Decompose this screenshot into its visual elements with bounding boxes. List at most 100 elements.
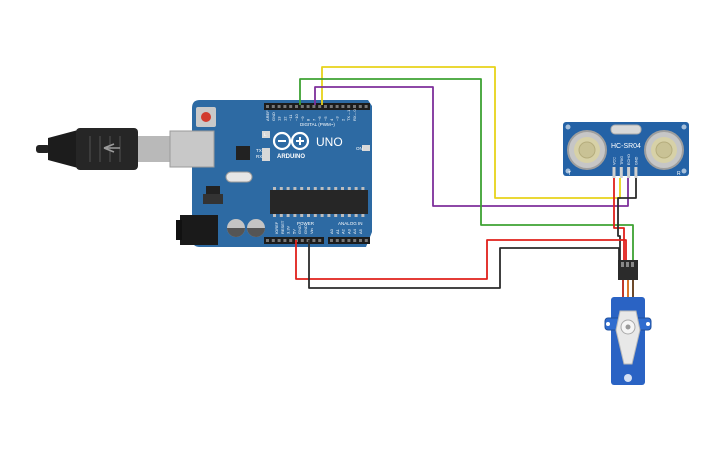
analog-pin-label: A1 (335, 228, 340, 234)
power-header-hole[interactable] (266, 239, 269, 242)
sensor-corner-r: R (677, 171, 681, 177)
digital-pin-label: GND (271, 112, 276, 121)
wire-yellow-trig[interactable] (321, 66, 621, 199)
digital-header-hole[interactable] (312, 105, 316, 108)
power-header-hole[interactable] (277, 239, 281, 242)
power-pin-label: RESET (280, 220, 285, 234)
wire-purple-echo[interactable] (314, 86, 629, 207)
wire-green-signal[interactable] (299, 78, 634, 262)
power-header-label: POWER (297, 221, 315, 226)
power-header-hole[interactable] (300, 239, 304, 242)
usb-icon (103, 143, 120, 153)
power-pin-label: 5V (291, 229, 296, 234)
wire-black-gnd[interactable] (308, 240, 620, 289)
digital-header-hole[interactable] (271, 105, 275, 108)
arduino-logo-icon (272, 131, 310, 151)
power-pin-label: GND (297, 225, 302, 234)
digital-pin-label: 4 (329, 118, 334, 121)
led-l-label: L (264, 132, 267, 137)
digital-pin-label: 13 (277, 116, 282, 121)
digital-header-hole[interactable] (300, 105, 304, 108)
reset-button-cap[interactable] (201, 112, 211, 122)
analog-pin-label: A5 (358, 228, 363, 234)
sensor-pin[interactable] (619, 167, 623, 178)
digital-header-hole[interactable] (266, 105, 269, 108)
digital-pin-label: 8 (306, 118, 311, 121)
digital-header-hole[interactable] (364, 105, 368, 108)
analog-pin-label: A2 (341, 228, 346, 234)
analog-header-hole[interactable] (353, 239, 357, 242)
sensor-transmitter (567, 130, 607, 170)
sensor-pin-label: GND (634, 156, 638, 165)
led-on-label: ON (356, 146, 363, 151)
digital-header-hole[interactable] (329, 105, 333, 108)
power-header-hole[interactable] (283, 239, 287, 242)
analog-header-hole[interactable] (341, 239, 345, 242)
analog-header-hole[interactable] (359, 239, 362, 242)
power-pin-header (264, 237, 324, 244)
digital-header-hole[interactable] (306, 105, 310, 108)
crystal-oscillator (225, 171, 253, 183)
usb-b-jack (169, 130, 215, 168)
digital-pin-label: AREF (265, 110, 270, 121)
sensor-pin[interactable] (627, 167, 631, 178)
digital-pin-label: ~5 (323, 116, 328, 121)
digital-header-hole[interactable] (318, 105, 322, 108)
wire-red-sensor-vcc[interactable] (613, 178, 625, 262)
digital-pin-label: ~6 (317, 116, 322, 121)
analog-pin-label: A4 (352, 228, 357, 234)
digital-header-hole[interactable] (358, 105, 362, 108)
power-header-hole[interactable] (312, 239, 316, 242)
analog-header-hole[interactable] (347, 239, 351, 242)
digital-pin-label: 2 (340, 118, 345, 121)
digital-pin-header (264, 103, 370, 110)
wires (295, 66, 637, 289)
analog-pin-label: A0 (329, 228, 334, 234)
digital-header-hole[interactable] (347, 105, 351, 108)
power-pin-label: GND (303, 225, 308, 234)
power-header-hole[interactable] (318, 239, 322, 242)
sensor-pin[interactable] (612, 167, 616, 178)
analog-header-hole[interactable] (335, 239, 339, 242)
sensor-corner-t: T (568, 171, 571, 177)
power-pin-label: Vin (309, 228, 314, 234)
digital-header-hole[interactable] (289, 105, 293, 108)
led-rx-label: RX (256, 154, 262, 159)
digital-header-hole[interactable] (341, 105, 345, 108)
usb-strain-relief (48, 130, 78, 168)
digital-header-hole[interactable] (283, 105, 287, 108)
usb-cable (36, 128, 170, 170)
digital-pin-label: ~9 (300, 116, 305, 121)
digital-header-hole[interactable] (277, 105, 281, 108)
power-header-hole[interactable] (289, 239, 293, 242)
wire-red-5v[interactable] (295, 239, 627, 280)
power-pin-label: IOREF (274, 221, 279, 234)
arduino-uno-board: ARDUINO UNO L TX RX ON DIGITAL (PWM~) PO… (169, 100, 372, 247)
digital-pin-label: ~11 (288, 114, 293, 121)
analog-header-hole[interactable] (330, 239, 333, 242)
analog-header-label: ANALOG IN (338, 221, 363, 226)
sensor-crystal (610, 124, 642, 135)
led-tx-label: TX (256, 148, 262, 153)
sensor-pin[interactable] (634, 167, 638, 178)
usb-metal-shell (138, 136, 170, 162)
analog-header-hole[interactable] (364, 239, 368, 242)
digital-header-hole[interactable] (324, 105, 327, 108)
digital-header-hole[interactable] (335, 105, 339, 108)
power-pin-label: 3.3V (286, 225, 291, 234)
board-model-label: UNO (316, 135, 343, 149)
sensor-name-label: HC-SR04 (611, 143, 641, 150)
digital-header-hole[interactable] (353, 105, 356, 108)
sensor-pin-label: TRIG (620, 156, 624, 165)
power-header-hole[interactable] (271, 239, 275, 242)
digital-pin-label: ~10 (294, 113, 299, 121)
sensor-pin-label: VCC (613, 157, 617, 165)
digital-header-hole[interactable] (295, 105, 298, 108)
arduino-logo-text: ARDUINO (277, 154, 305, 160)
digital-pin-label: 12 (282, 116, 287, 121)
digital-pin-label: ~3 (335, 116, 340, 121)
atmega-microcontroller (270, 190, 368, 214)
